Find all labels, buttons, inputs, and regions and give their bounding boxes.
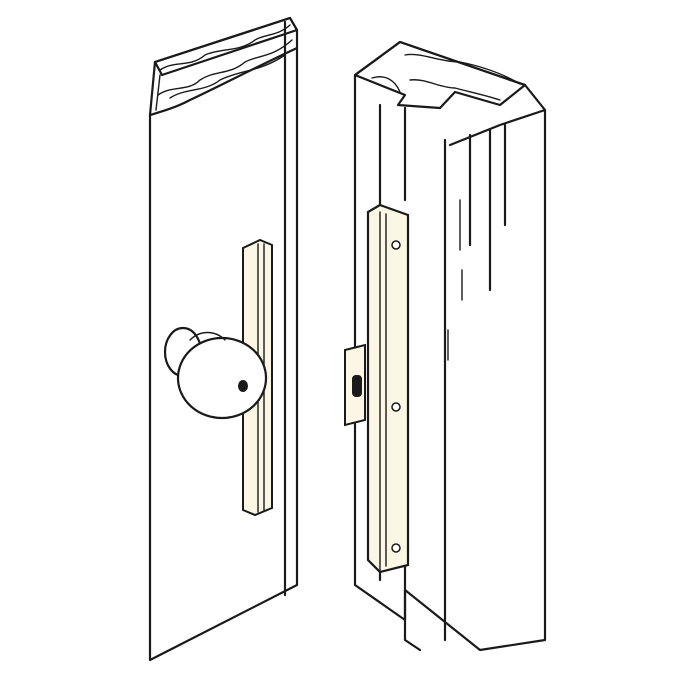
door-top-wood-grain <box>153 16 299 77</box>
keyhole-icon <box>238 380 248 392</box>
door-knob <box>163 326 268 420</box>
strike-plate <box>344 343 366 427</box>
screw <box>391 240 401 553</box>
frame-top-wood-grain <box>353 40 527 110</box>
latch-protector-plate <box>366 203 410 574</box>
